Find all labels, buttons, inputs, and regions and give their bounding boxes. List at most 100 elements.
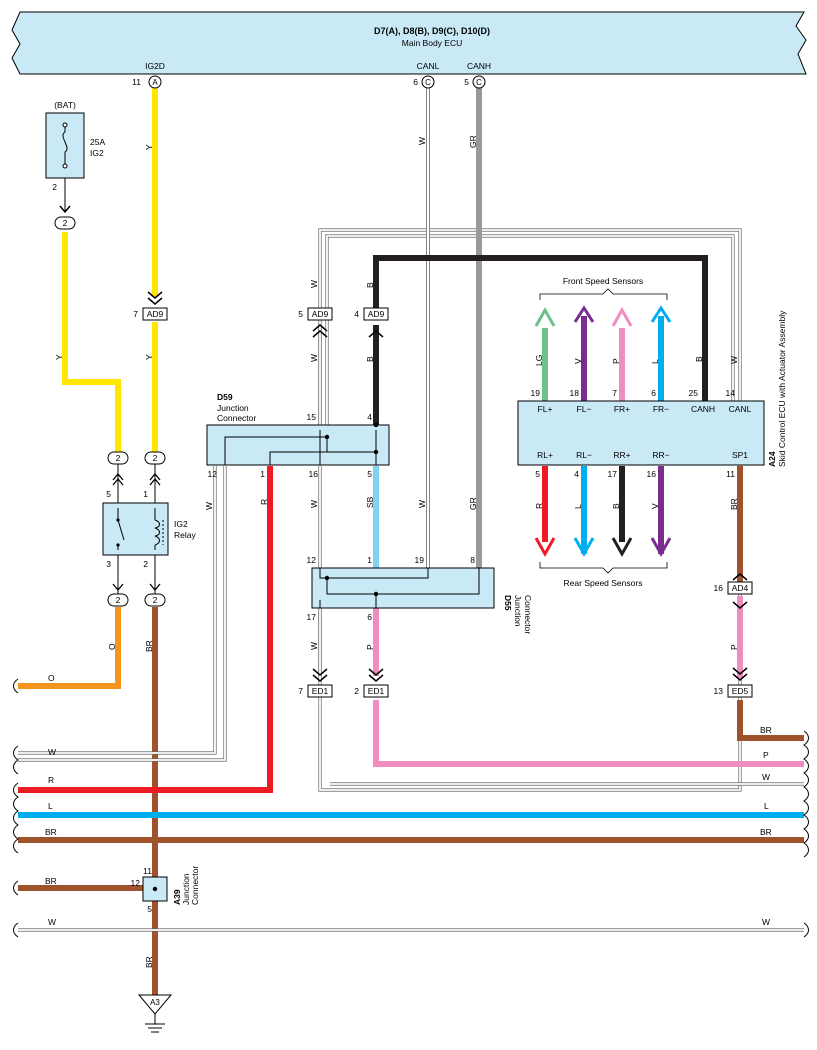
svg-text:W: W xyxy=(309,642,319,650)
svg-text:B: B xyxy=(611,503,621,509)
fuse-connector-pin: 2 xyxy=(54,216,76,230)
d55-pin-6: 6 xyxy=(367,612,372,622)
svg-text:ED1: ED1 xyxy=(368,686,385,696)
svg-text:CANH: CANH xyxy=(691,404,715,414)
svg-text:BR: BR xyxy=(45,827,57,837)
svg-text:2: 2 xyxy=(116,453,121,463)
svg-text:O: O xyxy=(48,673,55,683)
ecu-pin-canh: C 5 xyxy=(464,75,486,89)
a39-line2: Connector xyxy=(190,866,200,905)
svg-text:18: 18 xyxy=(570,388,580,398)
svg-text:GR: GR xyxy=(468,135,478,148)
relay-pin-1: 1 xyxy=(143,489,148,499)
d59-pin-15: 15 xyxy=(307,412,317,422)
wire-y-fuse xyxy=(62,232,121,452)
relay-connector-bottom-left: 2 xyxy=(107,593,129,607)
svg-text:6: 6 xyxy=(413,77,418,87)
connector-ad9-b: AD9 4 xyxy=(354,307,389,338)
svg-text:2: 2 xyxy=(153,453,158,463)
svg-text:BR: BR xyxy=(45,876,57,886)
svg-text:FR+: FR+ xyxy=(614,404,630,414)
svg-text:B: B xyxy=(365,356,375,362)
svg-text:13: 13 xyxy=(714,686,724,696)
ecu-pin-ig2d: A 11 xyxy=(132,75,162,89)
ecu-subtitle: Main Body ECU xyxy=(402,38,462,48)
relay-ig2 xyxy=(102,502,169,556)
svg-text:7: 7 xyxy=(298,686,303,696)
connector-ad9-w: AD9 5 xyxy=(298,307,333,338)
a39-junction xyxy=(142,876,168,902)
a24-id: A24 xyxy=(767,451,777,467)
ground-a3: A3 xyxy=(137,994,173,1033)
svg-text:A3: A3 xyxy=(150,998,160,1007)
svg-text:B: B xyxy=(694,356,704,362)
d59-pin-1: 1 xyxy=(260,469,265,479)
svg-text:O: O xyxy=(107,643,117,650)
d59-pin-4: 4 xyxy=(367,412,372,422)
svg-text:Y: Y xyxy=(144,354,154,360)
svg-text:5: 5 xyxy=(298,309,303,319)
svg-text:W: W xyxy=(204,502,214,510)
svg-text:BR: BR xyxy=(144,640,154,652)
svg-text:AD4: AD4 xyxy=(732,583,749,593)
svg-text:2: 2 xyxy=(63,218,68,228)
d55-pin-19: 19 xyxy=(415,555,425,565)
connector-ad9-y: AD9 7 xyxy=(133,291,168,321)
svg-text:R: R xyxy=(259,499,269,505)
svg-text:W: W xyxy=(309,280,319,288)
front-sensor-bracket xyxy=(539,288,668,300)
break-marks-right xyxy=(803,730,809,938)
main-body-ecu-box xyxy=(11,11,807,75)
wire-br-ed5 xyxy=(737,700,804,741)
d59-junction xyxy=(206,422,390,466)
arrow-fr-minus xyxy=(650,305,672,323)
fuse-source: (BAT) xyxy=(54,100,76,110)
svg-text:11: 11 xyxy=(726,469,735,479)
d55-line2: Connector xyxy=(523,595,533,634)
svg-text:GR: GR xyxy=(468,497,478,510)
svg-text:W: W xyxy=(48,917,56,927)
svg-text:V: V xyxy=(573,358,583,364)
arrow-rr-plus xyxy=(611,537,633,558)
a39-pin-5: 5 xyxy=(147,904,152,914)
svg-text:AD9: AD9 xyxy=(368,309,385,319)
d55-pin-12: 12 xyxy=(307,555,317,565)
d55-line1: Junction xyxy=(513,595,523,627)
svg-text:W: W xyxy=(762,772,770,782)
svg-text:5: 5 xyxy=(535,469,540,479)
svg-text:L: L xyxy=(48,801,53,811)
rear-sensors-label: Rear Speed Sensors xyxy=(564,578,643,588)
svg-text:W: W xyxy=(729,356,739,364)
svg-text:C: C xyxy=(476,78,482,87)
ecu-pin-name-ig2d: IG2D xyxy=(145,61,165,71)
relay-connector-top-left: 2 xyxy=(107,451,129,465)
svg-text:16: 16 xyxy=(647,469,657,479)
svg-text:7: 7 xyxy=(133,309,138,319)
arrow-fr-plus xyxy=(611,306,633,327)
svg-text:P: P xyxy=(729,644,739,650)
a24-skid-control-ecu xyxy=(517,400,765,466)
svg-text:RL−: RL− xyxy=(576,450,592,460)
svg-text:R: R xyxy=(48,775,54,785)
wire-r xyxy=(18,466,273,793)
wire-labels: Y Y Y W GR W B W B W R W SB W GR W P BR … xyxy=(45,135,772,968)
ecu-pin-canl: C 6 xyxy=(413,75,435,89)
svg-text:AD9: AD9 xyxy=(312,309,329,319)
svg-text:P: P xyxy=(763,750,769,760)
fuse-name: IG2 xyxy=(90,148,104,158)
svg-text:W: W xyxy=(48,747,56,757)
svg-text:BR: BR xyxy=(144,956,154,968)
svg-text:SP1: SP1 xyxy=(732,450,748,460)
svg-text:B: B xyxy=(365,282,375,288)
break-marks-left xyxy=(13,678,19,938)
svg-text:CANL: CANL xyxy=(729,404,752,414)
svg-text:L: L xyxy=(764,801,769,811)
svg-text:6: 6 xyxy=(651,388,656,398)
d59-pin-5: 5 xyxy=(367,469,372,479)
d55-pin-1: 1 xyxy=(367,555,372,565)
svg-text:2: 2 xyxy=(116,595,121,605)
svg-text:A: A xyxy=(152,78,158,87)
svg-text:ED5: ED5 xyxy=(732,686,749,696)
